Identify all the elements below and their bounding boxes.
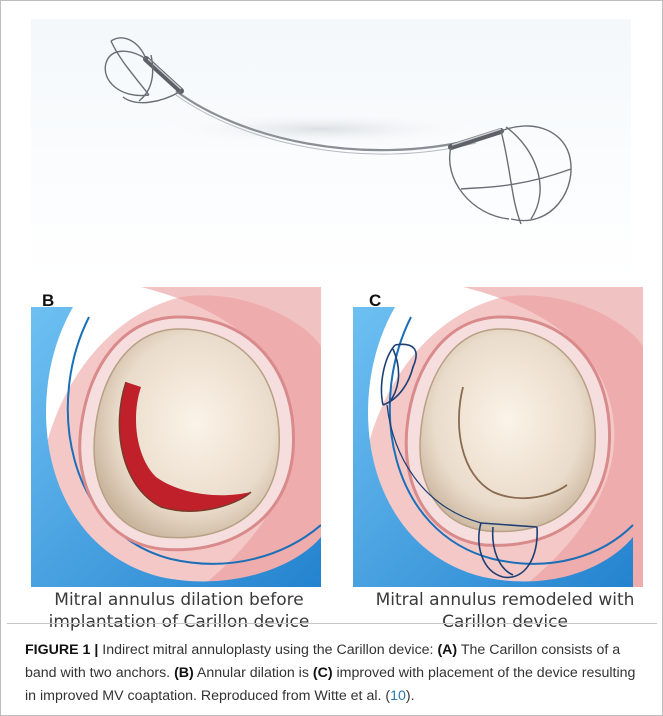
panel-b-dilated-annulus-illustration [31,287,321,587]
panel-c-label-line2: Carillon device [355,611,655,633]
panel-a-device-illustration [31,19,631,281]
panel-c-label-line1: Mitral annulus remodeled with [355,589,655,611]
caption-text-3: Annular dilation is [194,665,313,681]
panel-b-label-line1: Mitral annulus dilation before [29,589,329,611]
caption-divider [7,623,657,624]
panel-c-remodeled-annulus-illustration [353,287,643,587]
caption-ref-b: (B) [174,665,194,681]
caption-text-5: ). [406,688,415,704]
caption-ref-c: (C) [313,665,333,681]
figure-caption: FIGURE 1 | Indirect mitral annuloplasty … [25,639,645,708]
figure-label: FIGURE 1 | [25,642,98,658]
panel-b-label-line2: implantation of Carillon device [29,611,329,633]
panel-b-label: Mitral annulus dilation before implantat… [29,589,329,633]
panel-c-label: Mitral annulus remodeled with Carillon d… [355,589,655,633]
reference-link[interactable]: 10 [390,688,406,704]
caption-ref-a: (A) [437,642,457,658]
caption-text-1: Indirect mitral annuloplasty using the C… [98,642,437,658]
